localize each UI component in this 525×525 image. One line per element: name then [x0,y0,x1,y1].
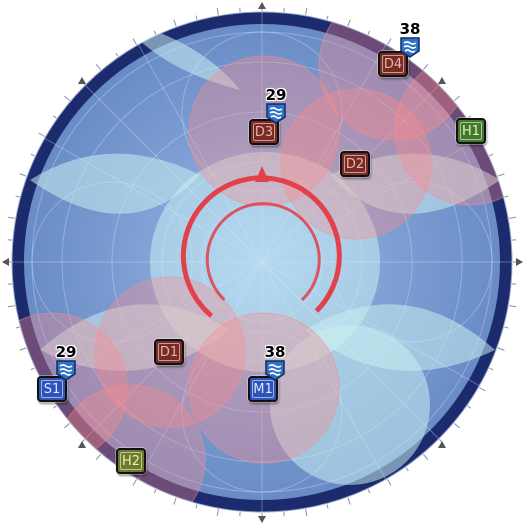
water-waves-icon [400,37,420,58]
tick-mark [7,216,15,219]
counter-value: 38 [399,20,421,38]
tick-mark [305,7,308,15]
tick-mark [64,422,71,429]
tick-mark [132,479,137,486]
marker-label: M1 [253,381,273,397]
tick-mark [367,489,371,494]
water-waves-icon [265,360,285,381]
counter-m1: 38 [260,345,290,381]
tick-mark [367,30,371,35]
marker-d1[interactable]: D1 [154,339,184,365]
tick-mark [173,497,177,505]
tick-mark [19,173,27,177]
tick-mark [405,467,409,472]
facing-arrow-icon [255,166,269,182]
tick-mark [52,405,57,409]
marker-label: D3 [254,124,274,140]
tick-mark [64,95,71,102]
marker-label: H2 [121,453,141,469]
marker-label: S1 [43,381,61,397]
tick-mark [489,153,494,157]
water-waves-icon [56,360,76,381]
tick-mark [7,305,15,308]
tick-mark [422,64,429,71]
tick-mark [497,173,505,177]
counter-value: 38 [264,343,286,361]
tick-mark [195,504,198,509]
tick-mark [387,38,392,45]
tick-mark [95,453,102,460]
marker-d2[interactable]: D2 [340,151,370,177]
marker-label: D1 [159,344,179,360]
marker-label: D2 [345,156,365,172]
tick-mark [52,115,57,119]
marker-h1[interactable]: H1 [456,118,486,144]
tick-mark [479,387,486,392]
tick-mark [453,422,460,429]
counter-value: 29 [265,86,287,104]
tick-mark [30,153,35,157]
counter-s1: 29 [51,345,81,381]
tick-mark [115,52,119,57]
tick-mark [497,347,505,351]
tick-mark [38,132,45,137]
tick-mark [467,405,472,409]
tick-mark [347,19,351,27]
tick-mark [305,509,308,517]
tick-mark [326,504,329,509]
tick-mark [489,367,494,371]
tick-mark [95,64,102,71]
tick-mark [504,195,509,198]
tick-mark [15,326,20,329]
tick-mark [19,347,27,351]
tick-mark [422,453,429,460]
tick-mark [132,38,137,45]
tick-mark [347,497,351,505]
tick-mark [504,326,509,329]
tick-mark [509,305,517,308]
tick-mark [326,15,329,20]
tick-mark [153,489,157,494]
marker-label: H1 [461,123,481,139]
tick-mark [387,479,392,486]
counter-value: 29 [55,343,77,361]
tick-mark [216,509,219,517]
counter-d4: 38 [395,22,425,58]
counter-d3: 29 [261,88,291,124]
tick-mark [216,7,219,15]
marker-d3[interactable]: D3 [249,119,279,145]
tick-mark [30,367,35,371]
tick-mark [195,15,198,20]
tick-mark [453,95,460,102]
marker-m1[interactable]: M1 [248,376,278,402]
tick-mark [467,115,472,119]
marker-label: D4 [383,56,403,72]
tick-mark [15,195,20,198]
tick-mark [173,19,177,27]
marker-h2[interactable]: H2 [116,448,146,474]
tick-mark [509,216,517,219]
water-waves-icon [266,103,286,124]
tick-mark [153,30,157,35]
